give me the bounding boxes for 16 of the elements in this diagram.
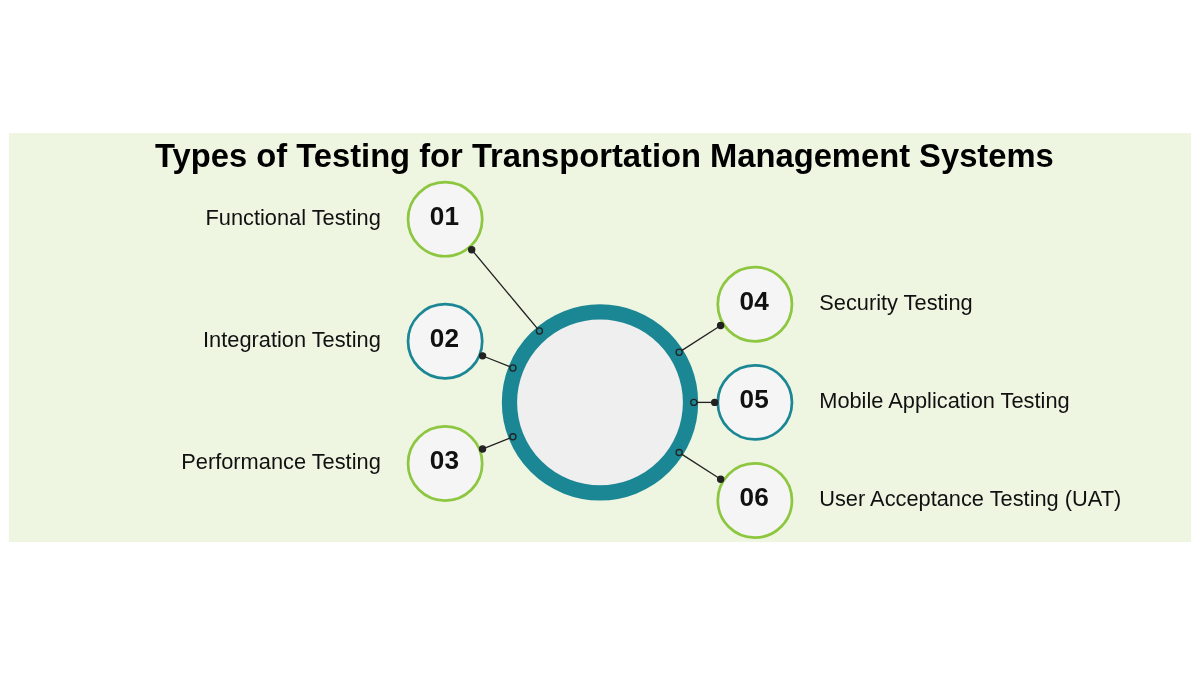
connector [675, 448, 725, 483]
node-label: Performance Testing [181, 448, 381, 474]
node-circle: 01 [406, 180, 484, 258]
node-circle: 05 [716, 363, 794, 441]
connector [478, 352, 517, 372]
connector [478, 433, 517, 453]
node-label: Mobile Application Testing [819, 387, 1070, 413]
connector [675, 321, 725, 356]
node-label: Functional Testing [205, 204, 381, 230]
diagram-title: Types of Testing for Transportation Management Systems [155, 136, 1054, 174]
connector [468, 246, 544, 335]
node-label: Security Testing [819, 289, 973, 315]
node-circle: 02 [406, 302, 484, 380]
node-circle: 03 [406, 425, 484, 502]
node-label: Integration Testing [203, 326, 381, 352]
node-label: User Acceptance Testing (UAT) [819, 486, 1122, 512]
